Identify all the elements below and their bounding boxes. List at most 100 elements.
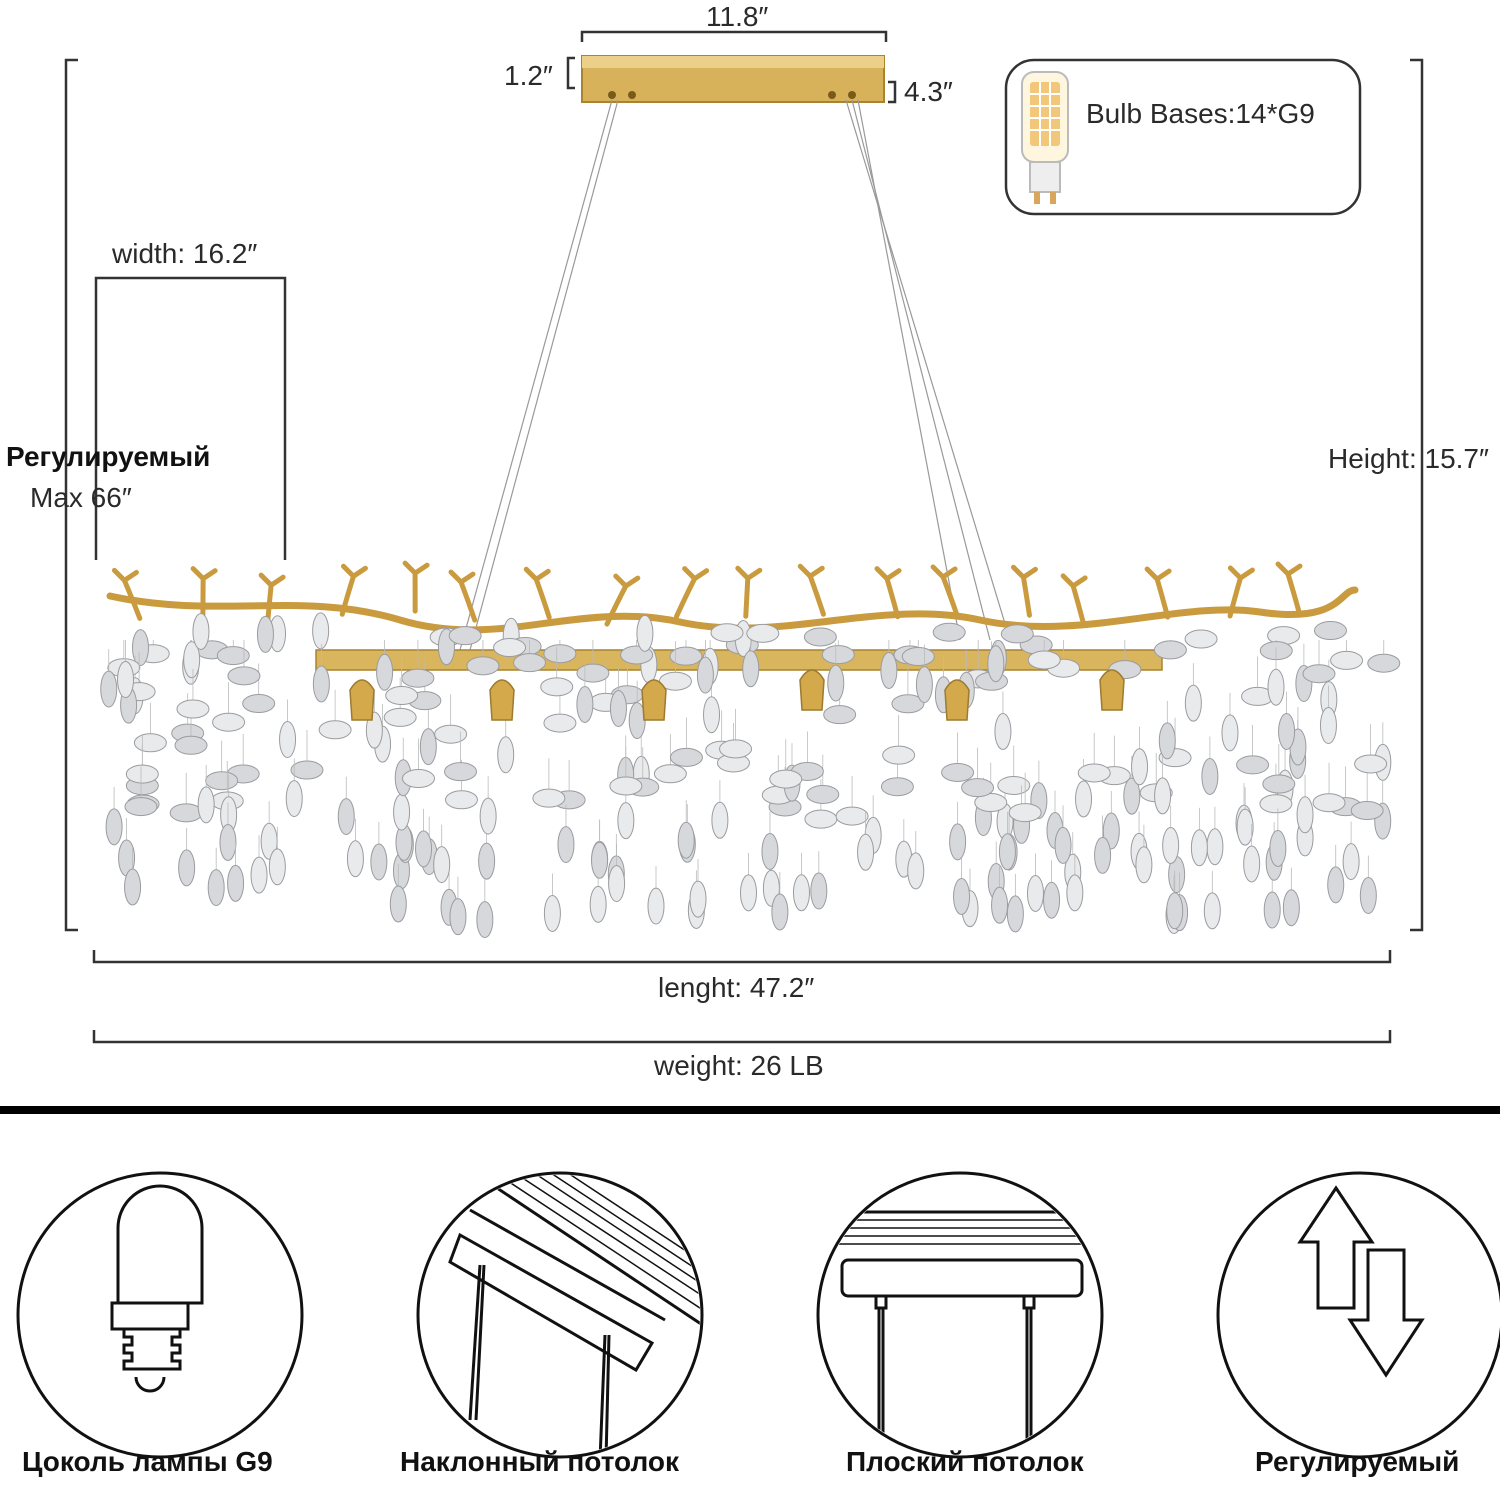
crystal bbox=[1066, 874, 1084, 912]
crystal bbox=[557, 826, 575, 864]
crystal bbox=[961, 778, 995, 798]
crystal bbox=[1350, 801, 1384, 821]
crystal bbox=[124, 868, 142, 906]
crystal bbox=[882, 745, 916, 765]
crystal bbox=[131, 629, 149, 667]
crystal bbox=[1075, 780, 1093, 818]
crystal bbox=[100, 670, 118, 708]
crystal bbox=[1206, 828, 1224, 866]
crystal bbox=[192, 612, 210, 650]
crystal bbox=[268, 848, 286, 886]
crystal bbox=[609, 690, 627, 728]
crystal bbox=[479, 797, 497, 835]
crystal bbox=[1190, 829, 1208, 867]
crystal bbox=[285, 780, 303, 818]
crystal bbox=[1221, 714, 1239, 752]
crystal bbox=[1312, 793, 1346, 813]
crystal bbox=[365, 711, 383, 749]
feature-label-bulb-base: Цоколь лампы G9 bbox=[22, 1446, 273, 1477]
crystal bbox=[1354, 754, 1388, 774]
bulb-bases-label: Bulb Bases:14*G9 bbox=[1086, 98, 1315, 129]
crystal bbox=[444, 762, 478, 782]
crystal bbox=[183, 641, 201, 679]
crystal bbox=[669, 747, 703, 767]
crystal bbox=[941, 762, 975, 782]
feature-label-adjustable: Регулируемый bbox=[1255, 1446, 1460, 1477]
crystal bbox=[740, 874, 758, 912]
crystal bbox=[1236, 808, 1254, 846]
crystal bbox=[419, 728, 437, 766]
crystal bbox=[543, 894, 561, 932]
feature-label-sloped-ceiling: Наклонный потолок bbox=[400, 1446, 680, 1477]
crystal bbox=[761, 832, 779, 870]
length-label: lenght: 47.2″ bbox=[658, 972, 815, 1003]
weight-label: weight: 26 LB bbox=[654, 1050, 824, 1081]
crystal bbox=[513, 653, 547, 673]
crystal bbox=[532, 788, 566, 808]
crystal bbox=[212, 712, 246, 732]
crystal bbox=[617, 802, 635, 840]
crystal bbox=[169, 803, 203, 823]
crystal bbox=[433, 846, 451, 884]
crystal bbox=[1359, 877, 1377, 915]
crystal bbox=[178, 849, 196, 887]
crystal bbox=[907, 852, 925, 890]
crystal bbox=[125, 764, 159, 784]
crystal bbox=[576, 685, 594, 723]
crystal bbox=[806, 784, 840, 804]
crystal bbox=[915, 666, 933, 704]
crystal bbox=[746, 623, 780, 643]
crystal bbox=[974, 793, 1008, 813]
crystal bbox=[953, 878, 971, 916]
crystal bbox=[998, 833, 1016, 871]
crystal bbox=[1203, 892, 1221, 930]
crystal bbox=[1267, 668, 1285, 706]
crystal bbox=[117, 661, 135, 699]
crystal bbox=[1243, 845, 1261, 883]
crystal bbox=[792, 874, 810, 912]
crystal bbox=[1319, 707, 1337, 745]
crystal bbox=[1302, 664, 1336, 684]
crystal bbox=[448, 626, 482, 646]
crystal bbox=[803, 627, 837, 647]
crystal bbox=[1296, 796, 1314, 834]
crystal bbox=[279, 721, 297, 759]
crystal bbox=[540, 677, 574, 697]
crystal bbox=[804, 809, 838, 829]
crystal bbox=[1154, 777, 1172, 815]
crystal bbox=[493, 638, 527, 658]
crystal bbox=[1278, 712, 1296, 750]
crystal bbox=[609, 776, 643, 796]
crystal bbox=[1000, 624, 1034, 644]
crystal bbox=[949, 823, 967, 861]
crystal bbox=[401, 769, 435, 789]
crystal bbox=[337, 798, 355, 836]
crystal bbox=[647, 887, 665, 925]
crystal bbox=[1184, 684, 1202, 722]
crystal bbox=[205, 771, 239, 791]
crystal bbox=[932, 622, 966, 642]
crystal bbox=[677, 821, 695, 859]
crystal bbox=[880, 652, 898, 690]
crystal bbox=[1123, 777, 1141, 815]
crystal bbox=[901, 647, 935, 667]
crystal bbox=[1094, 836, 1112, 874]
crystal bbox=[124, 797, 158, 817]
crystal bbox=[1166, 892, 1184, 930]
flat-ceiling-icon bbox=[820, 1210, 1100, 1455]
crystal bbox=[1313, 621, 1347, 641]
crystal bbox=[312, 665, 330, 703]
crystal bbox=[1162, 827, 1180, 865]
crystal bbox=[176, 699, 210, 719]
crystal bbox=[1236, 755, 1270, 775]
crystal bbox=[312, 612, 330, 650]
crystal bbox=[835, 806, 869, 826]
crystal bbox=[710, 623, 744, 643]
crystal bbox=[133, 733, 167, 753]
crystal bbox=[823, 705, 857, 725]
crystal bbox=[227, 864, 245, 902]
width-label: width: 16.2″ bbox=[112, 238, 258, 269]
crystal bbox=[1153, 640, 1187, 660]
canopy-depth-label: 4.3″ bbox=[904, 76, 953, 107]
crystal bbox=[827, 664, 845, 702]
